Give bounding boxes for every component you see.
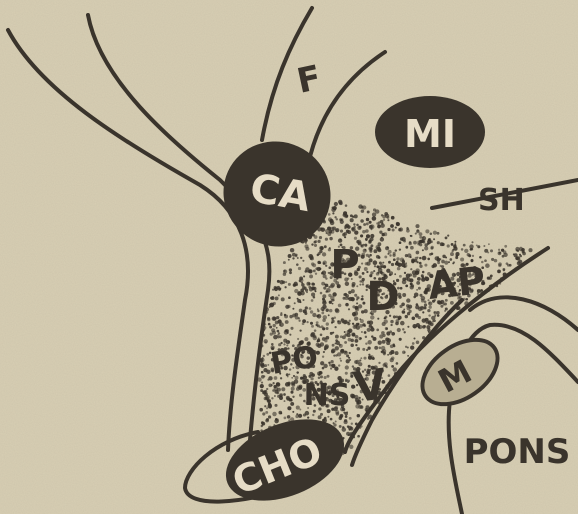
label-p: P <box>330 242 359 288</box>
label-sh: SH <box>478 183 525 218</box>
label-pons: PONS <box>464 432 571 472</box>
label-ns: NS <box>304 378 351 413</box>
label-d: D <box>366 274 399 320</box>
label-mi: MI <box>404 112 456 156</box>
label-ap: AP <box>426 258 488 308</box>
